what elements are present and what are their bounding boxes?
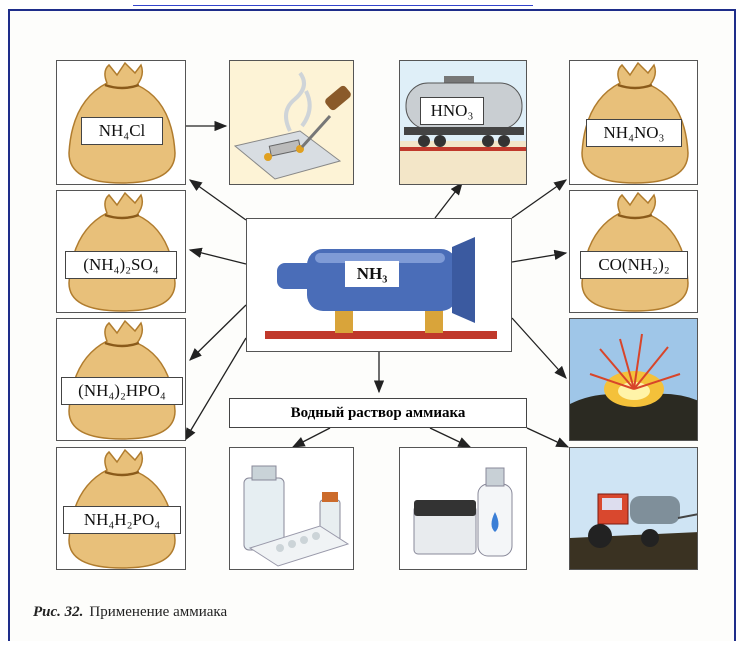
panel-nh4h2po4: NH₄H₂PO₄ (56, 447, 186, 570)
arrow-to-medicine (291, 427, 331, 448)
arrow-to-nh42so4 (188, 247, 247, 265)
figure-number: Рис. 32. (33, 604, 84, 620)
panel-nh42so4: (NH₄)₂SO₄ (56, 190, 186, 313)
link-underline (133, 5, 533, 6)
label-nh42hpo4: (NH₄)₂HPO₄ (61, 377, 183, 405)
label-nh4cl: NH₄Cl (81, 117, 163, 145)
panel-nh4cl: NH₄Cl (56, 60, 186, 185)
panel-nh42hpo4: (NH₄)₂HPO₄ (56, 318, 186, 441)
panel-hno3: HNO₃ (399, 60, 527, 185)
solution-label: Водный раствор аммиака (229, 398, 527, 428)
label-nh4h2po4: NH₄H₂PO₄ (63, 506, 181, 534)
label-urea: CO(NH₂)₂ (580, 251, 688, 279)
figure-caption: Рис. 32. Применение аммиака (33, 604, 227, 621)
panel-soldering (229, 60, 354, 185)
label-nh4no3: NH₄NO₃ (586, 119, 682, 147)
explosion-illustration (570, 333, 697, 440)
top-strip (0, 0, 746, 8)
tank-car-illustration (400, 76, 526, 184)
tractor-illustration (570, 493, 697, 569)
cosmetics-illustration (413, 467, 513, 557)
arrow-to-explosion (511, 317, 567, 379)
soldering-illustration (233, 71, 351, 180)
label-nh42so4: (NH₄)₂SO₄ (65, 251, 177, 279)
arrow-to-nh4h2po4 (184, 337, 247, 442)
panel-tractor (569, 447, 698, 570)
arrow-to-nh4no3 (511, 179, 568, 219)
panel-nh3-tank: NH₃ (246, 218, 512, 352)
arrow-to-nh42hpo4 (189, 304, 247, 361)
panel-urea: CO(NH₂)₂ (569, 190, 698, 313)
panel-medicine (229, 447, 354, 570)
label-hno3: HNO₃ (420, 97, 484, 125)
arrow-to-urea (511, 249, 568, 263)
label-nh3: NH₃ (345, 261, 399, 287)
arrow-to-cosmetics (429, 427, 472, 448)
arrow-to-tractor (526, 427, 570, 448)
figure-caption-text: Применение аммиака (89, 604, 228, 620)
arrow-to-nh4cl (188, 179, 247, 221)
panel-cosmetics (399, 447, 527, 570)
arrow-to-hno3 (434, 181, 463, 219)
panel-nh4no3: NH₄NO₃ (569, 60, 698, 185)
panel-explosion (569, 318, 698, 441)
medicine-illustration (243, 465, 350, 567)
